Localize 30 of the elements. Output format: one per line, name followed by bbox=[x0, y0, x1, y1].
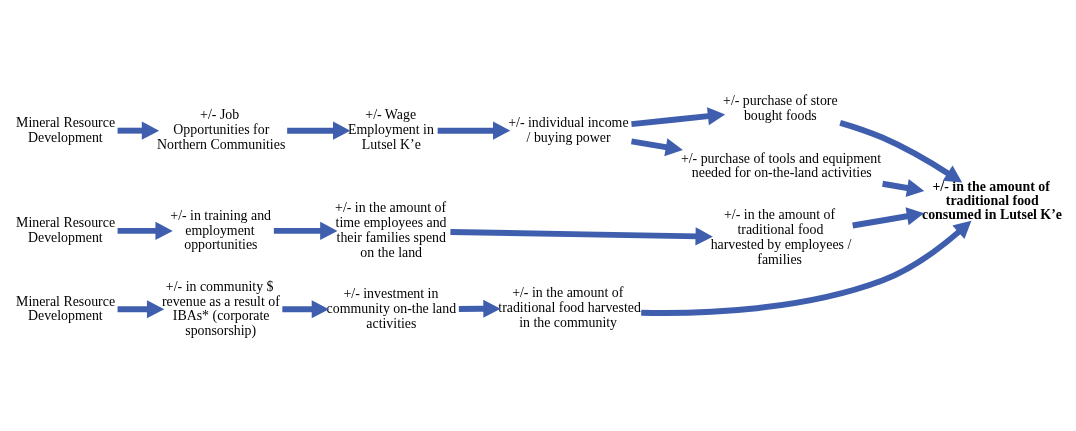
node-text: +/- Job Opportunities for Northern Communities bbox=[156, 106, 286, 152]
node-text: +/- in the amount of traditional food consumed in Lutsel K’e bbox=[922, 178, 1062, 222]
node-text: +/- in the amount of traditional food harvested in the community bbox=[498, 284, 641, 330]
node-text: +/- in the amount of time employees and their families spend on the land bbox=[335, 199, 447, 260]
node-text: Mineral Resource Development bbox=[16, 114, 116, 145]
node-text: Mineral Resource Development bbox=[16, 214, 116, 245]
arrow bbox=[631, 106, 726, 127]
node-text: +/- investment in community on-the land activities bbox=[326, 285, 457, 331]
node-text: +/- Wage Employment in Lutsel K’e bbox=[347, 106, 434, 152]
arrow bbox=[273, 221, 338, 240]
arrow bbox=[287, 121, 351, 140]
arrow bbox=[117, 221, 173, 240]
arrow bbox=[882, 178, 925, 197]
arrow bbox=[437, 121, 511, 140]
arrow bbox=[117, 121, 160, 140]
arrow bbox=[852, 206, 925, 228]
node-text: +/- in community $ revenue as a result of IBAs* (corporate sponsorship) bbox=[161, 278, 280, 338]
node-text: +/- individual income / buying power bbox=[508, 114, 629, 145]
node-text: +/- in training and employment opportunities bbox=[170, 207, 272, 252]
arrow bbox=[630, 137, 683, 156]
arrow bbox=[839, 119, 963, 183]
arrow bbox=[450, 226, 713, 245]
arrow bbox=[458, 299, 501, 318]
node-text: Mineral Resource Development bbox=[16, 293, 116, 323]
node-text: +/- in the amount of traditional food harvested by employees / families bbox=[710, 206, 852, 267]
node-text: +/- purchase of store bought foods bbox=[723, 92, 838, 123]
arrow bbox=[117, 299, 165, 318]
arrow bbox=[282, 299, 330, 318]
arrow bbox=[641, 220, 972, 316]
node-text: +/- purchase of tools and equipment needed for on-the-land activities bbox=[680, 150, 881, 180]
